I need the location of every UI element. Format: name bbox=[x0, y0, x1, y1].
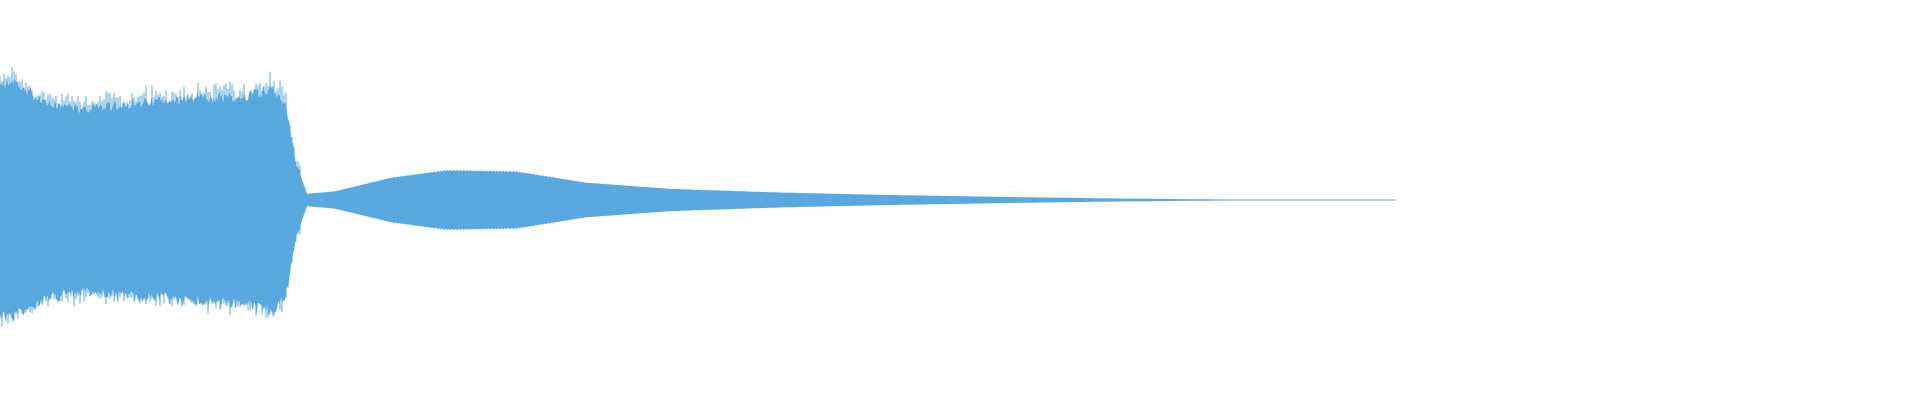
waveform-spikes bbox=[0, 67, 301, 327]
waveform-body bbox=[0, 76, 1395, 323]
